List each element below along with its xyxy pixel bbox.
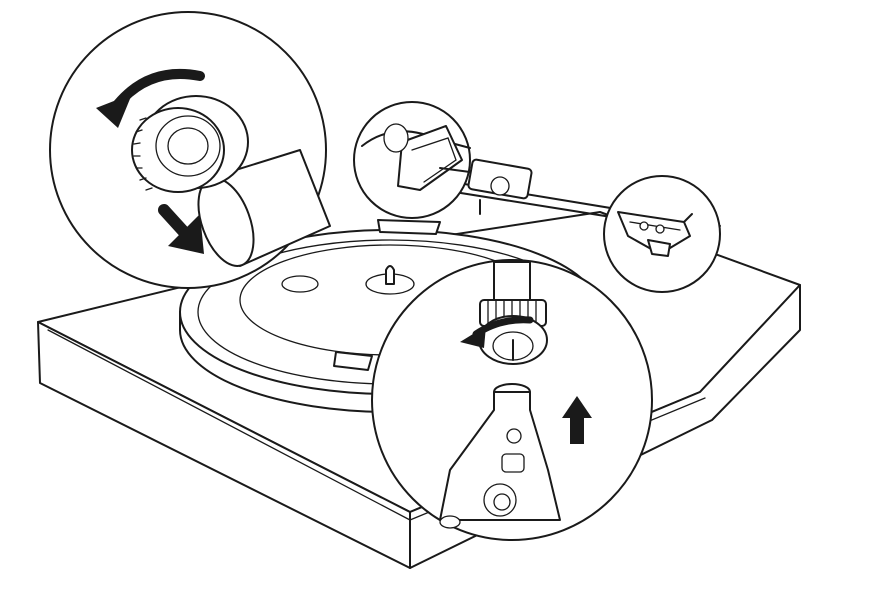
headshell <box>439 383 561 529</box>
arrow-down-icon <box>158 204 204 254</box>
arrow-up-icon <box>562 396 592 444</box>
knurled-locking-nut <box>131 95 249 193</box>
headshell-detail-circle <box>371 259 653 541</box>
locking-nut-detail-circle <box>49 11 331 289</box>
counterclockwise-arrow-icon <box>460 316 534 348</box>
counterweight-detail-circle <box>353 101 471 219</box>
spindle <box>365 265 415 295</box>
counterclockwise-arrow-icon <box>96 68 205 128</box>
knurled-collar <box>478 299 548 365</box>
cartridge-detail-circle <box>603 175 721 293</box>
